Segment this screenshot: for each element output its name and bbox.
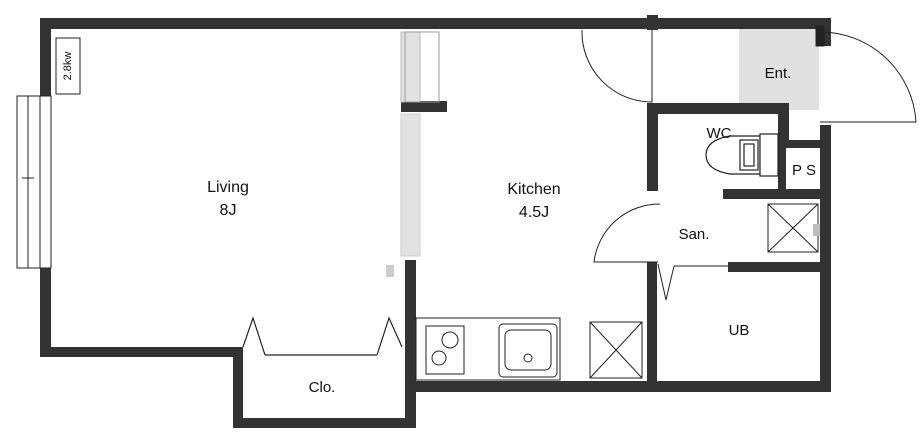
living-name: Living: [207, 179, 249, 196]
washer-space: [767, 203, 820, 253]
kitchen-door: [581, 29, 653, 103]
window: [16, 95, 52, 269]
wc-name: WC: [707, 125, 732, 142]
aircon-box: [55, 37, 81, 95]
bath-name: UB: [729, 322, 750, 339]
fridge-space: [589, 321, 643, 379]
closet-doors: [242, 316, 403, 356]
living-size: 8J: [220, 202, 237, 219]
kitchen-name: Kitchen: [507, 181, 560, 198]
walls: [40, 15, 831, 428]
bath-door: [657, 263, 728, 301]
entrance-door: [815, 25, 917, 123]
sliding-partition: [386, 31, 440, 277]
sanitary-name: San.: [679, 226, 710, 243]
toilet-icon: [705, 133, 779, 177]
aircon-label: 2.8kw: [62, 52, 74, 81]
entrance-floor: [739, 28, 819, 110]
kitchen-size: 4.5J: [519, 204, 549, 221]
entrance-name: Ent.: [765, 65, 792, 82]
closet-name: Clo.: [309, 379, 336, 396]
ps-name: P S: [792, 162, 816, 179]
sanitary-door: [593, 203, 661, 263]
kitchen-counter: [415, 317, 561, 381]
